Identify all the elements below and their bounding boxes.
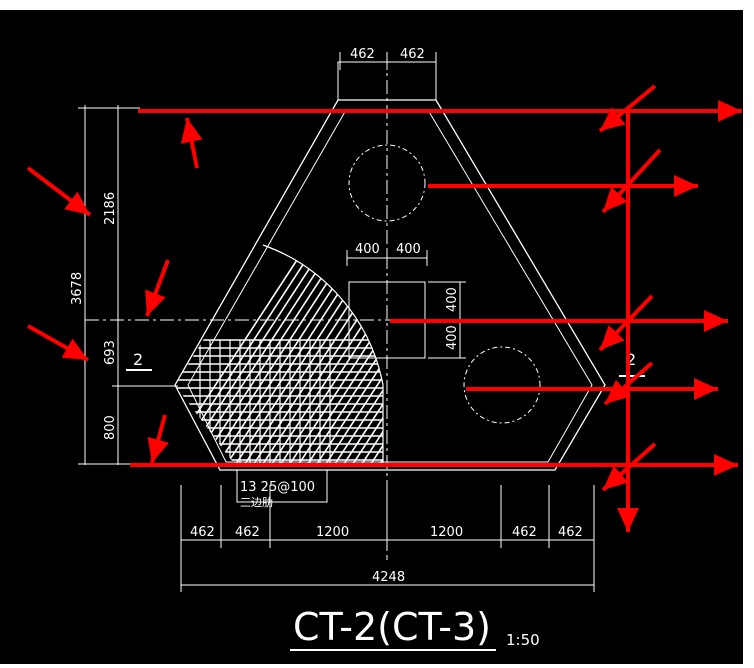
dim-top-2: 462	[400, 47, 425, 62]
red-annotation-arrows	[26, 84, 742, 532]
rebar-diagonal	[321, 245, 383, 465]
rebar-diagonal	[348, 245, 383, 465]
red-arrow-pile-right	[466, 378, 718, 400]
red-arrow-tick-1	[598, 84, 657, 133]
drawing-title: CT-2(CT-3)	[293, 605, 491, 649]
pile-circle-top	[348, 144, 426, 222]
dim-left-800: 800	[103, 415, 118, 440]
red-arrow-pile-top	[428, 175, 698, 197]
rebar-diagonal	[312, 245, 383, 465]
dim-bottom-3: 1200	[316, 525, 349, 540]
dim-left-3678: 3678	[70, 272, 85, 305]
rebar-diagonal	[457, 240, 607, 470]
red-arrow-tick-3	[598, 294, 654, 352]
red-arrow-bottom	[130, 454, 738, 476]
rebar-note-line1: 13 25@100	[240, 480, 315, 495]
rebar-diagonal	[366, 245, 383, 465]
cad-drawing-svg: 13 25@100 三边肋 462 462 400 400 400 400	[26, 47, 742, 651]
rebar-diagonal	[439, 240, 589, 470]
rebar-note-line2: 三边肋	[240, 495, 273, 509]
red-arrow-tick-4	[603, 361, 654, 406]
pile-circle-right	[463, 346, 541, 424]
section-mark-right: 2	[626, 350, 636, 369]
rebar-diagonal	[258, 245, 383, 465]
dim-left-2186: 2186	[103, 192, 118, 225]
rebar-diagonal	[330, 245, 383, 465]
rebar-diagonal	[276, 245, 383, 465]
red-arrow-small-up	[180, 117, 203, 169]
dim-top-1: 462	[350, 47, 375, 62]
rebar-diagonal	[394, 240, 544, 470]
dim-right-block-1: 400	[445, 287, 460, 312]
rebar-diagonal	[186, 245, 338, 465]
dim-left-693: 693	[103, 340, 118, 365]
rebar-diagonal	[430, 240, 580, 470]
dim-bottom-4: 1200	[430, 525, 463, 540]
rebar-note-box	[236, 469, 328, 503]
rebar-fan-outline	[262, 244, 384, 465]
dim-bottom-1: 462	[190, 525, 215, 540]
rebar-diagonal	[285, 245, 383, 465]
red-arrow-top	[138, 100, 742, 122]
dim-total: 4248	[372, 570, 405, 585]
section-mark-left: 2	[133, 350, 143, 369]
dim-bottom-ticks	[180, 485, 595, 592]
red-arrow-tick-5	[601, 442, 657, 492]
red-arrow-left-3	[27, 324, 89, 362]
dim-right-block-2: 400	[445, 325, 460, 350]
dim-mid-2: 400	[396, 242, 421, 257]
dim-mid-1: 400	[355, 242, 380, 257]
red-arrow-left-2	[145, 259, 170, 317]
red-arrow-center	[390, 310, 728, 332]
rebar-diagonal	[375, 245, 383, 465]
red-arrow-left-4	[147, 414, 169, 464]
cad-drawing-area: 13 25@100 三边肋 462 462 400 400 400 400	[0, 10, 743, 664]
dim-bottom-2: 462	[235, 525, 260, 540]
rebar-diagonal	[421, 240, 571, 470]
red-arrow-tick-2	[601, 148, 662, 214]
red-arrow-left-1	[26, 166, 92, 217]
rebar-diagonal	[267, 245, 383, 465]
dim-bottom-6: 462	[558, 525, 583, 540]
dim-bottom-5: 462	[512, 525, 537, 540]
rebar-diagonal	[339, 245, 383, 465]
drawing-scale: 1:50	[506, 631, 540, 649]
